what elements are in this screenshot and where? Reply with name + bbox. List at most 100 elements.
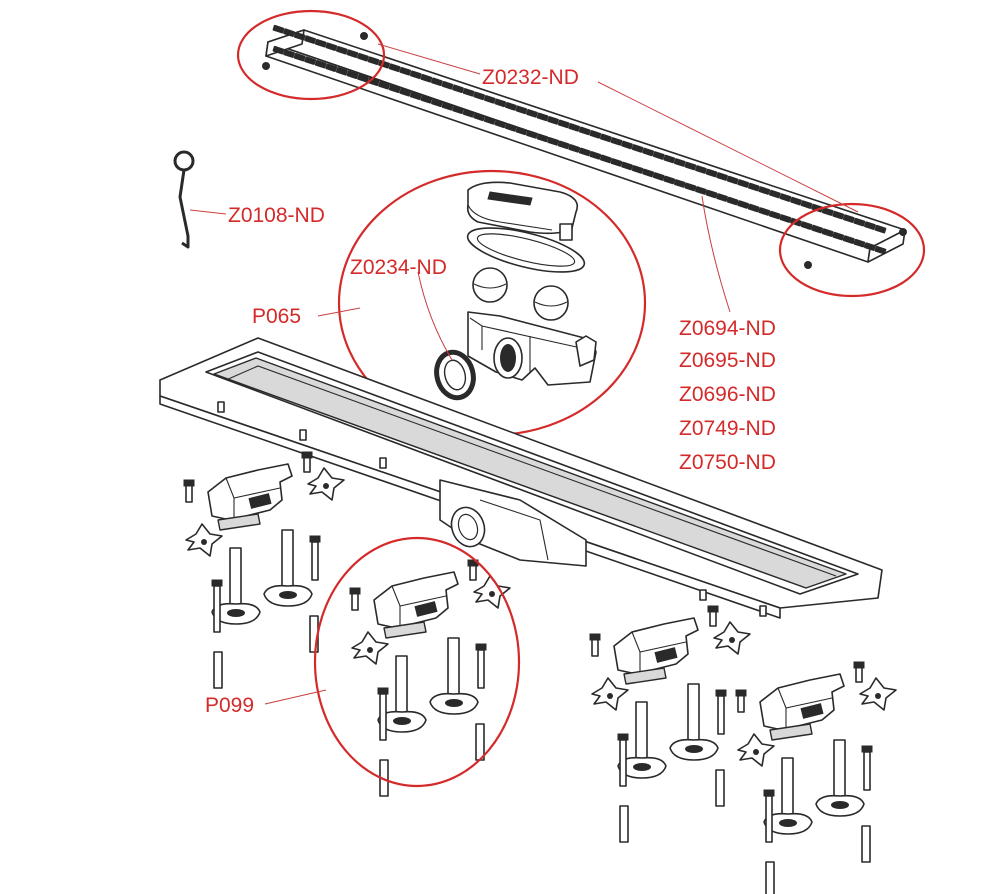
grate-slot [853,238,866,248]
grate-slot [874,224,887,234]
drain-channel [159,337,883,619]
grate-slot [357,52,369,62]
leader-pin [189,209,227,215]
grate-slot [335,66,348,76]
grate-slot [283,28,295,37]
grate-slot [388,84,401,94]
grate-slot [346,70,359,80]
grate-slot [335,45,348,55]
grate-slot [515,126,528,136]
grate-screw-hole-bottom [804,261,812,269]
grate-slot [726,196,739,206]
mounting-foot-kit-2 [349,559,511,797]
grate-slot [293,31,306,41]
grate-slot [504,102,517,111]
grate-slot [747,203,760,213]
grate-slot [695,186,707,195]
grate-slot [346,49,359,59]
grate-slot [684,161,697,171]
grate-slot [578,147,591,157]
grate-slot [853,217,866,227]
leader-variants [701,195,731,313]
label-variant-1: Z0694-ND [679,317,776,340]
grate-slot [430,77,443,87]
grate-slot [483,116,496,125]
grate-slot [747,182,760,192]
grate-slot [758,186,771,195]
grate-slot [589,151,602,160]
grate-slot [473,112,486,122]
grate-slot [726,175,739,185]
grate-slot [673,179,686,188]
grate-slot [325,63,338,72]
grate-slot [526,130,538,139]
grate-right-highlight [778,202,926,298]
grate-slot [652,172,665,181]
grate-left-highlight [236,9,386,101]
grate-slot [420,94,433,104]
grate-slot [536,112,549,122]
grate-slot [536,133,549,143]
grate-slot [441,81,454,90]
grate-slot [642,147,655,157]
grate-slot [399,66,412,76]
grate-screw-hole-right [899,228,907,236]
grate-slot [832,231,845,241]
grate-slot [515,105,528,115]
grate-slot [526,109,538,118]
grate-slot [684,182,697,192]
grate-slot [452,105,464,115]
grate-slot [430,98,443,108]
grate-slot [758,207,771,216]
grate-slot [557,119,570,129]
leader-siphon [317,307,361,317]
grate-slot [357,73,369,83]
label-feet: P099 [205,694,254,717]
grate-screw-hole-top [360,32,368,40]
grate-slot [568,123,581,132]
grate-slot [800,200,813,209]
grate-slot [716,193,728,202]
lifting-hook [173,150,195,249]
label-siphon: P065 [252,305,301,328]
grate-slot [737,200,750,209]
grate-slot [314,59,327,69]
label-seal: Z0234-ND [350,256,447,279]
grate-slot [779,214,792,223]
grate-slot [599,133,612,143]
grate-slot [610,158,623,167]
grate-slot [494,98,507,108]
grate-slot [378,80,390,90]
label-grate: Z0232-ND [482,66,579,89]
grate-slot [673,158,686,167]
grate-slot [800,221,813,230]
grate-slot [473,91,486,101]
grate-slot [314,38,327,48]
grate-slot [663,154,676,164]
grate-slot [705,168,718,178]
grate-slot [842,235,855,244]
grate-slots [272,24,887,255]
grate-slot [272,24,285,34]
leader-seal [417,271,453,361]
mounting-foot-kit-1 [183,451,345,689]
grate-cover [262,24,907,269]
feet-highlight [313,536,521,788]
mounting-foot-kit-3 [589,605,751,843]
grate-slot [578,126,591,136]
leader-grate-left [377,43,481,75]
grate-slot [293,52,306,62]
grate-slot [399,87,412,97]
grate-slot [663,175,676,185]
siphon-assembly [434,181,597,401]
grate-slot [462,109,475,118]
grate-slot [388,63,401,73]
label-variant-5: Z0750-ND [679,451,776,474]
grate-slot [547,137,559,146]
grate-slot [631,144,644,153]
grate-slot [716,172,728,181]
label-variant-4: Z0749-ND [679,417,776,440]
label-variant-3: Z0696-ND [679,383,776,406]
grate-slot [874,245,887,255]
mounting-foot-kit-4 [735,661,897,894]
